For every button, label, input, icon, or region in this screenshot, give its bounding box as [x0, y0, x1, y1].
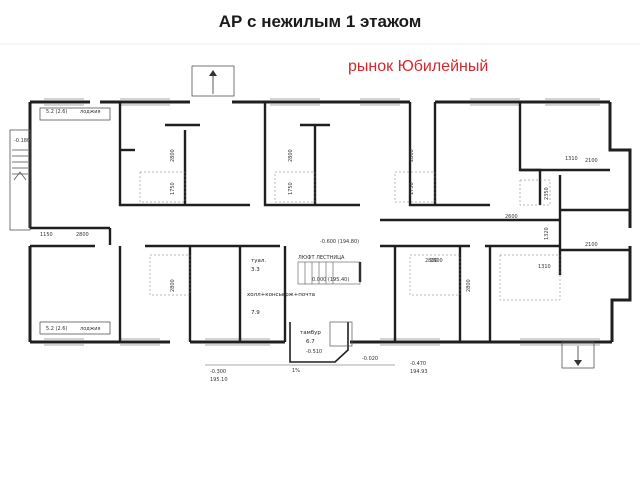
center-dim: 2800	[425, 258, 438, 264]
concierge-area: 7.9	[251, 310, 260, 316]
loggia-top-size: 5.2 (2.6)	[46, 109, 67, 115]
vestibule-area: 6.7	[306, 339, 315, 345]
dim-v-7: 2800	[170, 279, 176, 292]
loggia-bottom-label: лоджия	[80, 326, 100, 332]
stair	[297, 261, 361, 285]
vestibule-label: тамбур	[300, 330, 321, 336]
balconies	[39, 107, 111, 335]
right-dim-7: 1310	[565, 156, 578, 162]
lobby-mark: -0.600 (194.80)	[320, 239, 359, 245]
bottom-left-abs: 195.10	[210, 377, 228, 383]
porch-mark: -0.020	[362, 356, 378, 362]
dim-v-2: 1750	[170, 182, 176, 195]
concierge-label: холл+консьерж+почта	[247, 292, 315, 298]
windows	[44, 98, 600, 346]
page-title: АР с нежилым 1 этажом	[218, 12, 422, 31]
right-dim-2: 2100	[585, 242, 598, 248]
right-dim-1: 2100	[585, 158, 598, 164]
bottom-left-mark: -0.300	[210, 369, 226, 375]
interior-walls	[30, 102, 630, 342]
bottom-dim: 1%	[292, 368, 300, 374]
dim-v-5: 2800	[409, 149, 415, 162]
right-dim-5: 2350	[544, 187, 550, 200]
left-mark-2: 2800	[76, 232, 89, 238]
lobby-label: ЛЮФТ ЛЕСТНИЦА	[298, 255, 345, 261]
entrance-steps	[329, 321, 353, 347]
entrance	[289, 322, 349, 363]
entrance-mark: -0.510	[306, 349, 322, 355]
toilet-area: 3.3	[251, 267, 260, 273]
dim-v-8: 2800	[466, 279, 472, 292]
right-dim-4: 1310	[538, 264, 551, 270]
loggia-top-label: лоджия	[80, 109, 100, 115]
right-dim-3: 2600	[505, 214, 518, 220]
market-subtitle: рынок Юбилейный	[348, 58, 489, 75]
loggia-bottom-size: 5.2 (2.6)	[46, 326, 67, 332]
toilet-label: туал.	[251, 258, 266, 264]
dashed-guides	[139, 171, 561, 301]
dim-v-3: 2800	[288, 149, 294, 162]
top-exit-arrow	[191, 65, 235, 97]
dim-v-6: 1750	[409, 182, 415, 195]
bottom-right-abs: 194.93	[410, 369, 428, 375]
right-dim-6: 1320	[544, 227, 550, 240]
left-porch	[9, 129, 31, 231]
dim-v-1: 2800	[170, 149, 176, 162]
right-dim-8: 2600	[430, 258, 443, 264]
left-mark-1: 1150	[40, 232, 53, 238]
bottom-exit-arrow	[561, 341, 595, 369]
dim-v-4: 1750	[288, 182, 294, 195]
bottom-right-mark: -0.470	[410, 361, 426, 367]
level-mark: 0.000 (195.40)	[312, 277, 349, 283]
left-mark-3: -0.180	[14, 138, 30, 144]
